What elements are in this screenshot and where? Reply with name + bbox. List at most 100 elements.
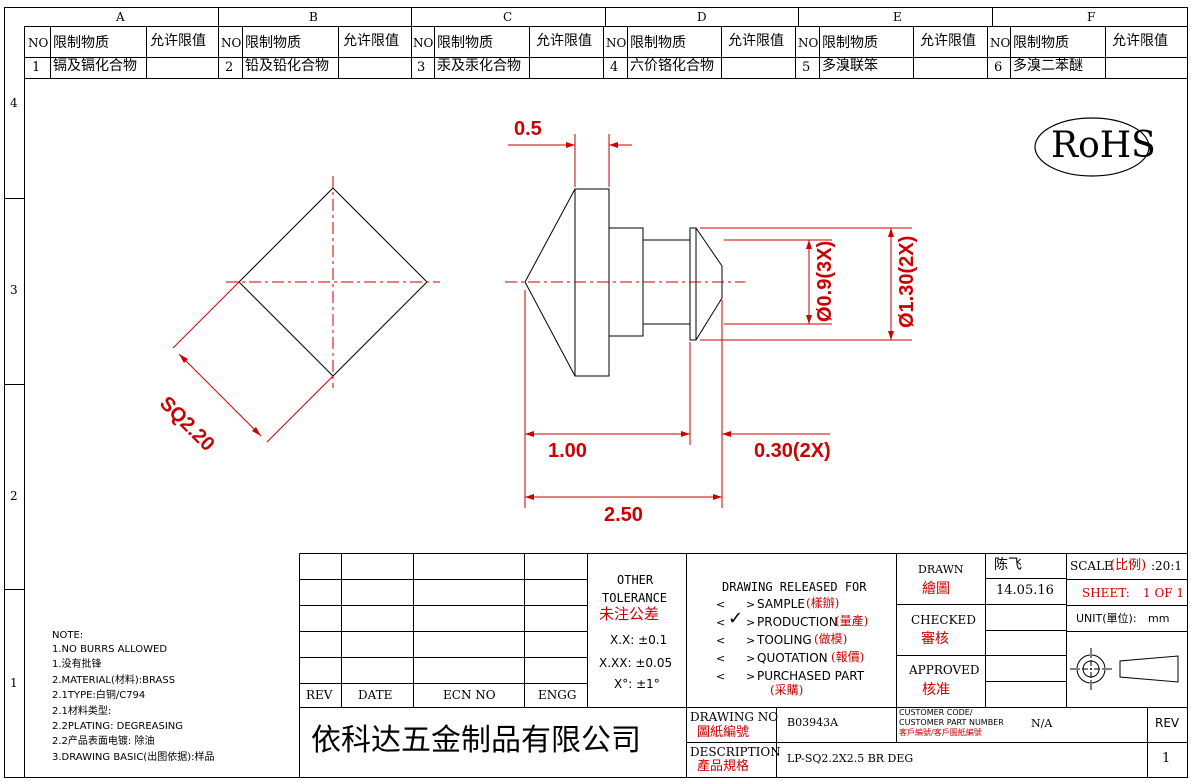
- release-option-purchased: PURCHASED PART: [757, 669, 865, 683]
- release-option-sample: SAMPLE: [757, 597, 805, 611]
- zone-label-a: A: [116, 10, 125, 24]
- drawn-label-cn: 繪圖: [922, 581, 950, 597]
- rev-value: 1: [1162, 751, 1171, 766]
- zone-label-f: F: [1087, 10, 1096, 24]
- header-substance: 限制物质: [822, 35, 878, 51]
- header-no: NO: [28, 36, 49, 50]
- header-limit: 允许限值: [1112, 33, 1168, 49]
- zone-label-c: C: [503, 10, 513, 24]
- description-value: LP-SQ2.2X2.5 BR DEG: [787, 752, 914, 765]
- dim-total-length: 2.50: [604, 504, 643, 526]
- drawn-label: DRAWN: [918, 563, 964, 576]
- tolerance-title-2: TOLERANCE: [602, 591, 668, 605]
- release-bracket: <: [716, 652, 726, 665]
- release-bracket: <: [716, 634, 726, 647]
- header-no: NO: [606, 36, 627, 50]
- substance-no: 3: [417, 60, 426, 75]
- header-limit: 允许限值: [920, 33, 976, 49]
- zone-label-d: D: [697, 10, 707, 24]
- checked-label-cn: 審核: [921, 631, 949, 647]
- drawing-no-label: DRAWING NO: [690, 710, 779, 724]
- tolerance-title-1: OTHER: [617, 573, 654, 587]
- dim-outer-dia: Ø1.30(2X): [896, 235, 918, 328]
- release-check-icon: ✓: [728, 608, 744, 629]
- header-substance: 限制物质: [437, 35, 493, 51]
- note-line: 2.MATERIAL(材料):BRASS: [52, 675, 176, 686]
- header-substance: 限制物质: [1013, 35, 1069, 51]
- description-label-cn: 產品規格: [697, 759, 750, 774]
- drawn-name: 陈飞: [994, 557, 1022, 573]
- rohs-mark: [1034, 117, 1150, 177]
- note-line: 1.NO BURRS ALLOWED: [52, 644, 168, 655]
- customer-label-cn: 客戶編號/客戶圖紙編號: [899, 728, 982, 737]
- header-limit: 允许限值: [728, 33, 784, 49]
- sheet-label: SHEET:: [1082, 586, 1130, 600]
- header-limit: 允许限值: [150, 33, 206, 49]
- release-option-quotation: QUOTATION: [757, 651, 828, 665]
- release-bracket: >: [746, 616, 756, 629]
- rev-label: REV: [1155, 716, 1180, 730]
- dim-head-length: 1.00: [548, 440, 587, 462]
- substance-no: 5: [802, 60, 811, 75]
- substance-name: 多溴联笨: [822, 58, 878, 74]
- note-line: 2.1TYPE:白铜/C794: [52, 690, 146, 701]
- release-option-tooling: TOOLING: [757, 633, 812, 647]
- dim-top-offset: 0.5: [514, 118, 542, 140]
- release-option-tooling-cn: (做模): [814, 632, 848, 646]
- scale-label-cn: (比例): [1110, 558, 1147, 573]
- customer-value: N/A: [1031, 717, 1053, 730]
- substance-no: 4: [610, 60, 619, 75]
- substance-no: 1: [32, 60, 41, 75]
- header-substance: 限制物质: [630, 35, 686, 51]
- substance-name: 六价铬化合物: [630, 58, 714, 74]
- zone-label-3: 3: [10, 283, 18, 297]
- release-option-production: PRODUCTION: [757, 615, 838, 629]
- projection-symbol-icon: [1070, 648, 1179, 690]
- approved-label: APPROVED: [909, 663, 980, 677]
- substance-no: 2: [225, 60, 234, 75]
- rohs-text: RoHS: [1051, 125, 1156, 166]
- release-title: DRAWING RELEASED FOR: [722, 580, 867, 594]
- zone-label-2: 2: [10, 489, 18, 503]
- rev-header-date: DATE: [358, 688, 393, 702]
- release-bracket: >: [746, 598, 756, 611]
- note-line: 2.2PLATING: DEGREASING: [52, 721, 184, 732]
- zone-label-4: 4: [10, 96, 18, 110]
- scale-value: :20:1: [1151, 559, 1182, 573]
- drawing-no-label-cn: 圖紙編號: [697, 725, 750, 740]
- tolerance-line: X.XX: ±0.05: [599, 656, 673, 670]
- release-bracket: >: [746, 634, 756, 647]
- approved-label-cn: 核准: [922, 682, 950, 698]
- rev-header-ecn: ECN NO: [443, 688, 496, 702]
- header-no: NO: [798, 36, 819, 50]
- note-line: 2.1材料类型:: [52, 706, 112, 717]
- dim-inner-dia: Ø0.9(3X): [814, 240, 836, 322]
- tolerance-title-cn: 未注公差: [599, 605, 660, 623]
- customer-label-1: CUSTOMER CODE/: [899, 708, 973, 717]
- drawing-no-value: B03943A: [787, 716, 839, 729]
- substance-name: 多溴二苯醚: [1013, 58, 1083, 74]
- rev-header-rev: REV: [306, 688, 333, 702]
- header-limit: 允许限值: [343, 33, 399, 49]
- header-no: NO: [221, 36, 242, 50]
- release-option-purchased-cn: (采購): [770, 683, 804, 697]
- release-bracket: >: [746, 652, 756, 665]
- unit-value: mm: [1148, 612, 1170, 625]
- release-bracket: >: [746, 670, 756, 683]
- release-option-sample-cn: (樣辦): [806, 596, 840, 610]
- substance-no: 6: [994, 60, 1003, 75]
- note-line: 3.DRAWING BASIC(出图依据):样品: [52, 752, 215, 763]
- sheet-value: 1 OF 1: [1143, 586, 1185, 600]
- scale-label: SCALE: [1070, 559, 1113, 573]
- tolerance-line: X.X: ±0.1: [610, 633, 668, 647]
- substance-name: 镉及镉化合物: [53, 58, 137, 74]
- header-limit: 允许限值: [536, 33, 592, 49]
- header-no: NO: [413, 36, 434, 50]
- note-line: 2.2产品表面电镀: 除油: [52, 736, 155, 747]
- zone-label-1: 1: [10, 676, 18, 690]
- description-label: DESCRIPTION: [690, 745, 781, 759]
- release-bracket: <: [716, 598, 726, 611]
- release-bracket: <: [716, 670, 726, 683]
